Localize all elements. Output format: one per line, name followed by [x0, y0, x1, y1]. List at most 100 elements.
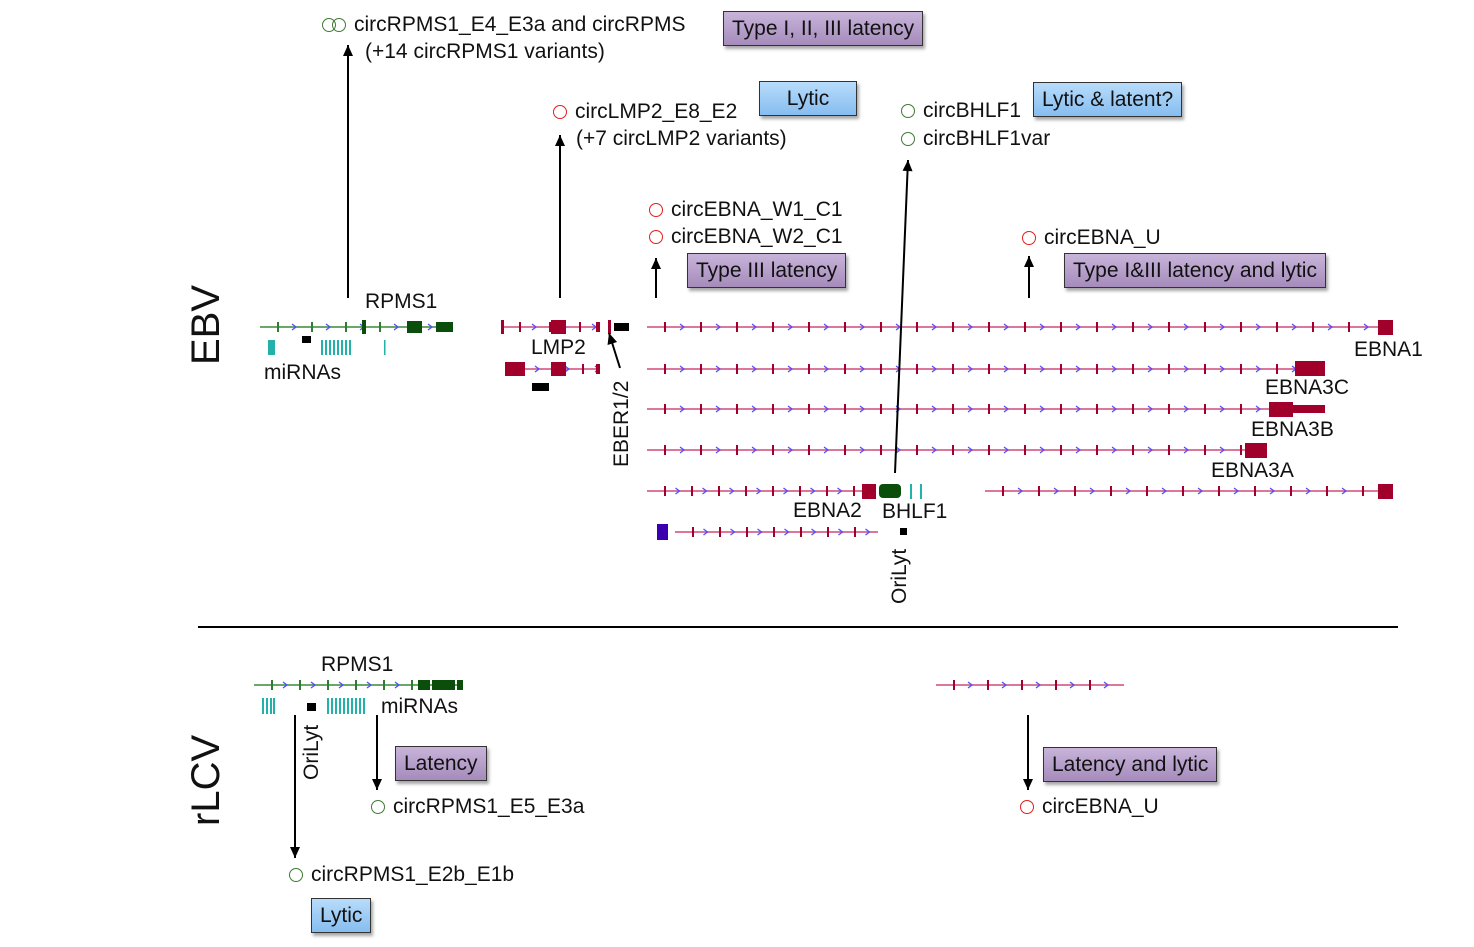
ebna2-exon — [862, 484, 876, 499]
arrow-ebna-w-head — [651, 258, 661, 269]
ebna1-track-strand-arrow — [679, 323, 686, 331]
ebna3c-track-strand-arrow — [751, 365, 758, 373]
gene-label-orilyt: OriLyt — [888, 548, 911, 604]
arrow-lmp2-head — [555, 135, 565, 146]
ebna-lp-track-strand-arrow — [730, 528, 736, 536]
ebna3a-track-strand-arrow — [1003, 446, 1010, 454]
circrna-rpms1-variants: (+14 circRPMS1 variants) — [365, 40, 605, 63]
tag-bhlf1: Lytic & latent? — [1033, 82, 1183, 118]
ebna3a-track-strand-arrow — [859, 446, 866, 454]
circrna-rpms1-label: circRPMS1_E4_E3a and circRPMS — [322, 14, 685, 35]
tag-rlcv-lytic: Lytic — [311, 898, 372, 934]
rlcv-circrna-ebna-u-label: circEBNA_U — [1020, 796, 1159, 817]
ebna1-track-strand-arrow — [1291, 323, 1298, 331]
ebna3c-track-strand-arrow — [1147, 365, 1154, 373]
mirna-bar — [337, 340, 339, 355]
ebna1-exon — [1378, 320, 1393, 335]
lmp2b-exon — [505, 362, 525, 376]
ebna3b-track-strand-arrow — [859, 405, 866, 413]
ebna1-track-strand-arrow — [787, 323, 794, 331]
gene-label-ebna1: EBNA1 — [1354, 338, 1423, 361]
bhlf1-exon — [879, 484, 901, 498]
ebna2-track-strand-arrow — [810, 487, 816, 495]
ebna1-track-strand-arrow — [1183, 323, 1190, 331]
lmp2-track-strand-arrow — [531, 323, 538, 331]
ebna3b-track-strand-arrow — [1075, 405, 1082, 413]
ebna3a-track-strand-arrow — [823, 446, 830, 454]
circrna-bhlf1-label: circBHLF1 — [901, 100, 1021, 121]
gene-label-ebna2: EBNA2 — [793, 499, 862, 522]
ebna3b-track-strand-arrow — [1147, 405, 1154, 413]
ebna-lp-track-strand-arrow — [757, 528, 763, 536]
ebna1-track-strand-arrow — [1255, 323, 1262, 331]
lmp2b-track-strand-arrow — [534, 365, 541, 373]
ebna2-track-strand-arrow — [756, 487, 762, 495]
rpms1-track-strand-arrow — [325, 323, 332, 331]
ebna3c-track-strand-arrow — [1183, 365, 1190, 373]
mirna-bar — [341, 340, 343, 355]
rlcv-ebna-u-track-strand-arrow — [1103, 681, 1110, 689]
mirna-bar — [329, 340, 331, 355]
lmp2-feature-box — [532, 383, 549, 391]
circle-icon — [553, 105, 567, 119]
circrna-lmp2-variants: (+7 circLMP2 variants) — [576, 127, 787, 150]
lmp2-exon — [596, 322, 600, 332]
ebna3b-exon — [1269, 402, 1293, 417]
rlcv-ebna-u-track-strand-arrow — [1001, 681, 1008, 689]
mirna-bar — [325, 340, 327, 355]
ebna1-track-strand-arrow — [967, 323, 974, 331]
ebna3a-track-strand-arrow — [895, 446, 902, 454]
circle-icon — [289, 868, 303, 882]
ebna-lp-exon — [657, 524, 668, 540]
circrna-ebna-u-label: circEBNA_U — [1022, 227, 1161, 248]
ebna3a-track-strand-arrow — [679, 446, 686, 454]
ebna3c-exon — [1295, 361, 1325, 376]
ebna-u-track-strand-arrow — [1233, 487, 1240, 495]
circle-icon — [1020, 800, 1034, 814]
rlcv-mirna-bar — [327, 698, 329, 714]
rlcv-mirna-bar — [347, 698, 349, 714]
tag-rpms1-latency: Type I, II, III latency — [723, 11, 924, 47]
ebna3c-track-strand-arrow — [1003, 365, 1010, 373]
ebna2-track-strand-arrow — [783, 487, 789, 495]
ebna3b-track-strand-arrow — [1183, 405, 1190, 413]
rlcv-gene-label-rpms1: RPMS1 — [321, 653, 394, 676]
rlcv-gene-label-orilyt: OriLyt — [300, 724, 323, 780]
ebna-lp-track-strand-arrow — [865, 528, 871, 536]
lmp2-exon — [501, 320, 504, 334]
rlcv-ebna-u-track-strand-arrow — [1069, 681, 1076, 689]
ebna3c-track-strand-arrow — [1111, 365, 1118, 373]
lmp2-exon — [551, 320, 566, 334]
ebna1-track-strand-arrow — [859, 323, 866, 331]
ebna3c-track-strand-arrow — [715, 365, 722, 373]
lmp2b-exon — [551, 362, 566, 376]
rlcv-mirna-bar — [363, 698, 365, 714]
rlcv-mirna-bar — [335, 698, 337, 714]
tag-rlcv-latency: Latency — [395, 746, 487, 782]
ebna-u-track-strand-arrow — [1053, 487, 1060, 495]
rlcv-ebna-u-track-strand-arrow — [1035, 681, 1042, 689]
ebna-u-track-strand-arrow — [1305, 487, 1312, 495]
ebna3b-track-strand-arrow — [1111, 405, 1118, 413]
ebna1-track-strand-arrow — [1147, 323, 1154, 331]
ebna3a-track-strand-arrow — [715, 446, 722, 454]
ebna3a-track-strand-arrow — [751, 446, 758, 454]
rlcv-orilyt-box — [307, 703, 316, 711]
rpms1-track-strand-arrow — [427, 323, 434, 331]
rlcv-rpms1-track-strand-arrow — [394, 681, 401, 689]
ebna3b-exon — [1293, 405, 1325, 413]
ebna1-track-strand-arrow — [895, 323, 902, 331]
arrow-ebna-u-head — [1024, 256, 1034, 267]
rlcv-rpms1-exon — [457, 680, 463, 690]
tag-rlcv-latency-lytic: Latency and lytic — [1043, 747, 1218, 783]
arrow-rlcv-rpms1-e2b-head — [290, 847, 300, 858]
circle-icon — [1022, 231, 1036, 245]
ebna3c-track-strand-arrow — [1075, 365, 1082, 373]
circle-icon — [649, 230, 663, 244]
rlcv-rpms1-exon — [432, 680, 455, 690]
ebna3c-track-strand-arrow — [967, 365, 974, 373]
ebna3c-track-strand-arrow — [1039, 365, 1046, 373]
ebna1-track-strand-arrow — [1003, 323, 1010, 331]
tag-ebna-u: Type I&III latency and lytic — [1064, 253, 1326, 289]
